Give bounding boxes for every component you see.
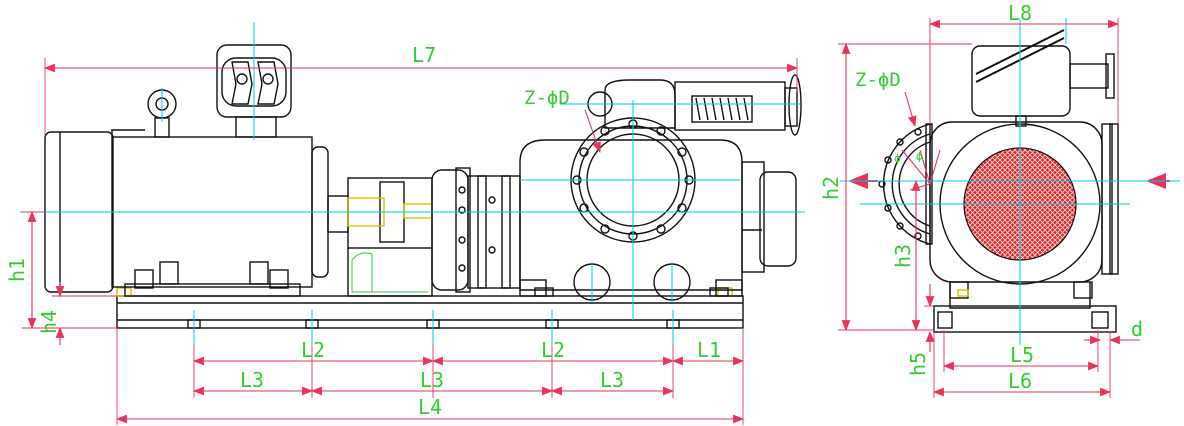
inlet-flange-side: ϕ ϕ [878, 123, 941, 245]
label-L6: L6 [1008, 369, 1032, 393]
pump-casing-side [929, 121, 1119, 333]
label-Z-D-side: Z-ϕD [855, 69, 901, 91]
side-dimensions [838, 18, 1140, 398]
label-h1: h1 [5, 258, 29, 282]
front-centerlines [20, 22, 805, 345]
front-labels: L7 Z-ϕD h1 h4 L2 L2 L1 L3 L3 L3 L4 [5, 43, 721, 419]
motor [44, 44, 349, 297]
label-h4: h4 [37, 310, 61, 334]
label-L8: L8 [1008, 1, 1032, 25]
label-L3-right: L3 [600, 368, 624, 392]
bearing-bracket [431, 167, 521, 293]
label-h5: h5 [906, 352, 930, 376]
label-h2: h2 [819, 176, 843, 200]
label-L5: L5 [1010, 343, 1034, 367]
svg-text:ϕ: ϕ [894, 152, 901, 165]
label-Z-D-front: Z-ϕD [524, 87, 570, 109]
base-plate [116, 287, 744, 329]
label-L3-left: L3 [240, 368, 264, 392]
label-L1: L1 [697, 338, 721, 362]
coupling [347, 177, 433, 297]
label-L2-right: L2 [541, 338, 565, 362]
front-dimensions [22, 58, 799, 425]
label-L2-left: L2 [301, 338, 325, 362]
label-L7: L7 [412, 43, 436, 67]
label-h3: h3 [891, 244, 915, 268]
label-d: d [1131, 317, 1143, 341]
svg-text:ϕ: ϕ [916, 150, 923, 163]
terminal-box-side [971, 29, 1115, 127]
side-labels: L8 Z-ϕD h2 h3 h5 L5 L6 d [819, 1, 1143, 393]
side-view: ϕ ϕ [819, 1, 1180, 398]
front-view: L7 Z-ϕD h1 h4 L2 L2 L1 L3 L3 L3 L4 [5, 22, 805, 425]
label-L4: L4 [418, 395, 442, 419]
label-L3-middle: L3 [420, 368, 444, 392]
side-centerlines [840, 18, 1180, 345]
